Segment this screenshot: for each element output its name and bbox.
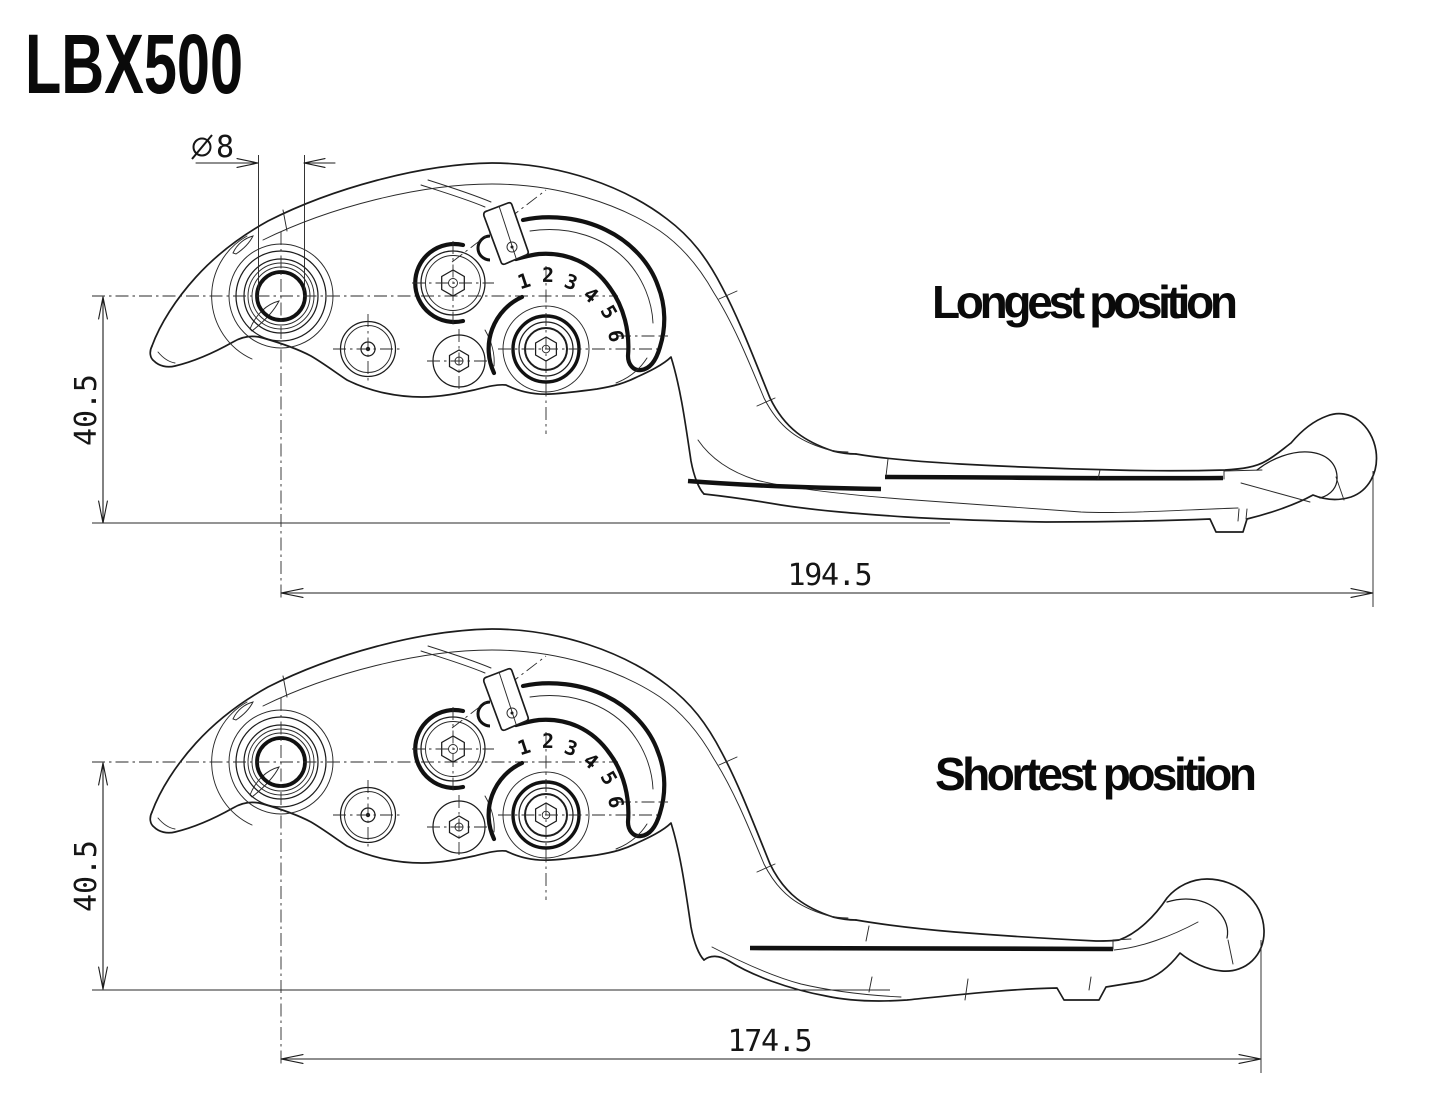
grip-end-bracket-shortest [1112, 938, 1132, 950]
blade-inner-line-shortest [711, 946, 902, 998]
tip-mid-line-shortest [1113, 921, 1199, 951]
dim-diameter-arrow-left [236, 158, 259, 168]
figure-label-shortest: Shortest position [935, 748, 1257, 800]
dim-height-arrow-top-shortest [98, 762, 108, 786]
drawing-title: LBX500 [25, 17, 243, 111]
dim-length-arrow-right-longest [1350, 588, 1374, 598]
dim-height-longest-group: 40.5 [69, 296, 950, 524]
dim-diameter-value: 8 [216, 130, 234, 165]
blade-tick-2-shortest [868, 976, 873, 993]
dim-length-longest: 194.5 [788, 558, 873, 593]
tip-dome-shortest [1166, 898, 1229, 939]
dim-length-longest-group: 194.5 [280, 471, 1374, 607]
diameter-symbol-slash [191, 134, 213, 160]
dim-diameter: 8 [191, 130, 336, 291]
dim-height-arrow-top-longest [98, 296, 108, 320]
grip-edge-front-longest [884, 474, 1224, 481]
lever-body-shortest [92, 629, 856, 1066]
dim-diameter-arrow-right [303, 158, 326, 168]
blade-outline-shortest [703, 878, 1265, 1002]
dimensions-shortest: 40.5 174.5 Shortest position [69, 748, 1262, 1073]
dimensions-longest: 8 40.5 194.5 [69, 130, 1374, 607]
dim-height-arrow-bottom-longest [98, 500, 108, 524]
dim-height-shortest-group: 40.5 [69, 762, 890, 991]
blade-shortest [703, 878, 1265, 1002]
lever-body-longest [92, 163, 856, 600]
dim-length-shortest-group: 174.5 [280, 940, 1262, 1073]
tip-dome-edge-shortest [1227, 939, 1234, 965]
dim-height-shortest: 40.5 [69, 840, 104, 912]
blade-tick-1-longest [885, 458, 889, 477]
blade-outline-longest [703, 412, 1378, 533]
blade-tick-3-shortest [964, 978, 969, 1001]
tip-dome-longest [1256, 451, 1338, 499]
blade-longest [687, 412, 1378, 533]
dim-height-arrow-bottom-shortest [98, 966, 108, 990]
dim-length-arrow-left-shortest [280, 1054, 304, 1064]
blade-tick-2-longest [1097, 469, 1101, 480]
grip-end-bracket-longest [1223, 469, 1263, 480]
figure-label-longest: Longest position [932, 276, 1238, 328]
tip-lower-curve-longest [1240, 482, 1311, 503]
dim-length-arrow-right-shortest [1238, 1054, 1262, 1064]
diameter-symbol-icon [192, 137, 212, 157]
grip-edge-shortest [749, 945, 1114, 952]
blade-tick-1-shortest [865, 925, 870, 942]
tip-dome-edge-longest [1335, 476, 1345, 501]
dim-height-longest: 40.5 [69, 374, 104, 446]
blade-tick-3-longest [1237, 508, 1240, 522]
blade-tick-4-shortest [1088, 976, 1092, 991]
dim-length-shortest: 174.5 [728, 1024, 813, 1059]
blade-tick-4-longest [1245, 508, 1248, 520]
figure-shortest: 40.5 174.5 Shortest position [69, 629, 1265, 1073]
blade-inner-line-longest [697, 439, 1239, 514]
figure-longest: 8 40.5 194.5 [69, 130, 1378, 607]
grip-edge-rear-longest [687, 478, 882, 492]
dim-length-arrow-left-longest [280, 588, 304, 598]
